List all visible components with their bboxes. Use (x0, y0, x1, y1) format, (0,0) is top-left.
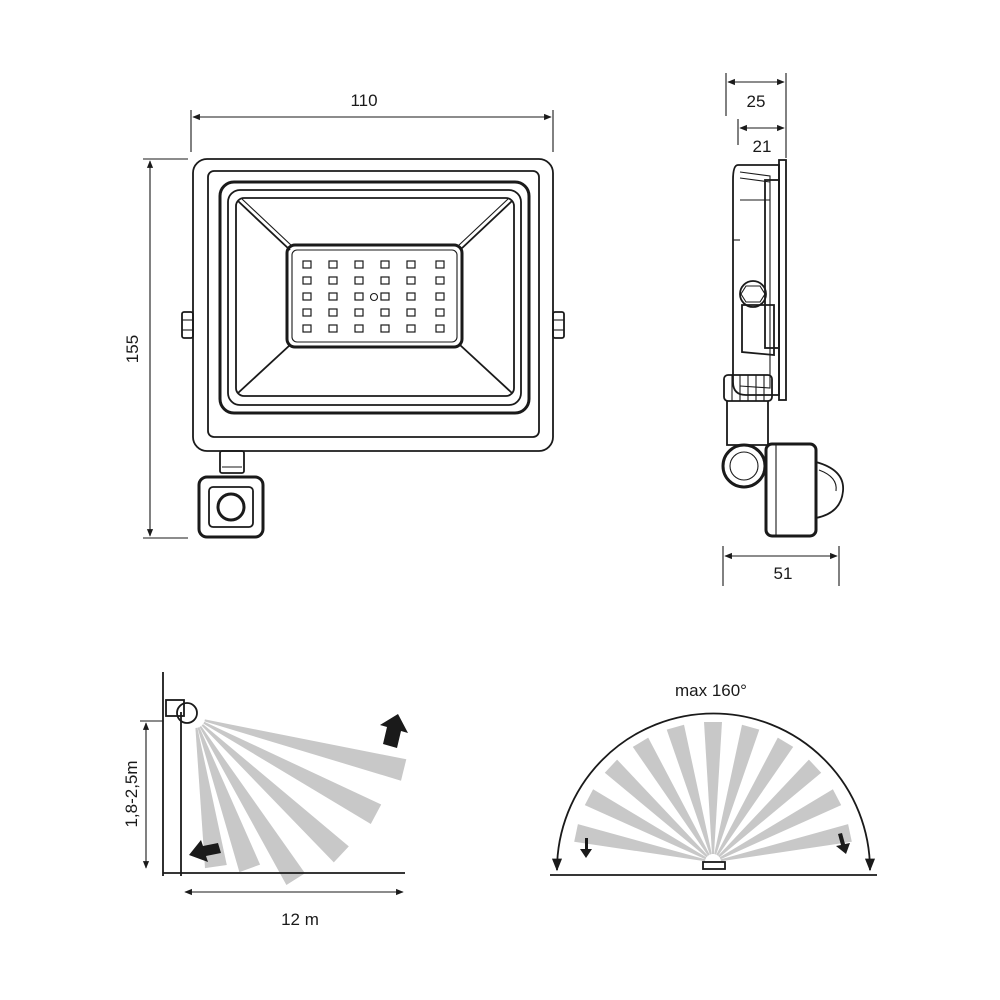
led-chip-icon (328, 308, 338, 317)
led-chip-icon (435, 324, 445, 333)
led-chip-icon (406, 308, 416, 317)
detection-zone-wedge (720, 824, 852, 862)
angle-label: max 160° (675, 681, 747, 700)
front-glass-edge (778, 159, 787, 401)
detection-zone-wedge (204, 719, 407, 781)
wall-sensor-icon (165, 699, 185, 717)
led-chip-icon (406, 324, 416, 333)
bezel-inner (227, 189, 522, 406)
arrow-down-left-icon (580, 838, 592, 858)
arrow-up-icon (380, 714, 408, 748)
led-chip-icon (302, 324, 312, 333)
detection-zone-wedge (718, 759, 822, 858)
top-sensor-icon (702, 861, 726, 870)
right-bracket-knob (552, 311, 565, 339)
side-sensor-housing (764, 442, 818, 538)
detection-zone-wedge (704, 722, 722, 854)
led-chip-icon (435, 292, 445, 301)
detection-zone-wedge (574, 824, 706, 862)
led-chip-icon (380, 260, 390, 269)
housing-outline (192, 158, 554, 452)
detection-zone-wedge (604, 759, 708, 858)
housing-inner-frame (207, 170, 540, 438)
detection-zone-wedge (714, 724, 760, 855)
detection-zone-wedge (666, 724, 712, 855)
led-chip-icon (328, 292, 338, 301)
front-view: 110 155 (123, 91, 565, 539)
detection-arc (551, 712, 876, 872)
mount-height-dimension: 1,8-2,5m (122, 720, 163, 869)
led-chip-icon (328, 324, 338, 333)
side-detection-zones (195, 719, 407, 885)
front-height-label: 155 (123, 335, 142, 363)
arrow-left-icon (189, 840, 221, 862)
front-width-label: 110 (350, 91, 377, 110)
center-screw-icon (369, 292, 379, 302)
led-grid (302, 260, 445, 333)
led-chip-icon (380, 308, 390, 317)
detection-zone-wedge (716, 737, 794, 856)
side-depth-inner-dimension: 21 (737, 119, 785, 156)
led-panel-inner (291, 249, 458, 343)
side-sensor-lens (815, 460, 844, 520)
led-chip-icon (354, 324, 364, 333)
led-chip-icon (354, 308, 364, 317)
side-depth-outer-dimension: 25 (725, 73, 787, 158)
reflector-facets (237, 198, 513, 394)
front-height-dimension: 155 (123, 158, 188, 539)
range-dimension: 12 m (184, 888, 404, 929)
led-chip-icon (435, 308, 445, 317)
led-chip-icon (380, 276, 390, 285)
detection-zone-wedge (632, 737, 710, 856)
led-chip-icon (435, 276, 445, 285)
side-sensor-pivot (721, 443, 767, 489)
detection-zone-wedge (195, 727, 227, 869)
sensor-face (208, 486, 254, 528)
left-bracket-knob (181, 311, 194, 339)
side-depth-sensor-dimension: 51 (722, 546, 840, 586)
top-detection-diagram: max 160° (550, 681, 877, 876)
side-detection-diagram: 1,8-2,5m 12 m (122, 672, 408, 929)
led-chip-icon (435, 260, 445, 269)
arrow-down-right-icon (836, 833, 850, 854)
reflector-edge (235, 197, 515, 397)
side-depth-outer-label: 25 (747, 92, 766, 111)
side-view: 25 21 (721, 73, 844, 586)
led-chip-icon (354, 276, 364, 285)
led-chip-icon (380, 324, 390, 333)
detection-zone-wedge (197, 727, 261, 873)
detection-zone-wedge (203, 721, 382, 824)
detection-zone-wedge (199, 726, 305, 885)
led-chip-icon (354, 260, 364, 269)
side-depth-sensor-label: 51 (774, 564, 793, 583)
sensor-lens-icon (216, 492, 246, 522)
sensor-neck (219, 450, 245, 474)
mount-height-label: 1,8-2,5m (122, 760, 141, 827)
side-pivot-bolt-icon (739, 280, 767, 308)
led-chip-icon (406, 276, 416, 285)
led-chip-icon (406, 292, 416, 301)
led-chip-icon (354, 292, 364, 301)
led-chip-icon (302, 276, 312, 285)
side-depth-inner-label: 21 (753, 137, 772, 156)
led-chip-icon (328, 276, 338, 285)
detection-zone-wedge (584, 789, 707, 860)
detection-zone-wedge (201, 724, 349, 863)
led-chip-icon (406, 260, 416, 269)
led-chip-icon (302, 292, 312, 301)
top-detection-zones (574, 722, 852, 862)
sensor-housing (197, 475, 265, 539)
led-chip-icon (380, 292, 390, 301)
bezel-outer (218, 180, 531, 415)
led-panel (285, 243, 464, 349)
front-width-dimension: 110 (190, 91, 554, 152)
detection-zone-wedge (719, 789, 842, 860)
led-chip-icon (302, 260, 312, 269)
led-chip-icon (302, 308, 312, 317)
led-chip-icon (328, 260, 338, 269)
range-label: 12 m (281, 910, 319, 929)
side-body-profile (732, 164, 780, 396)
